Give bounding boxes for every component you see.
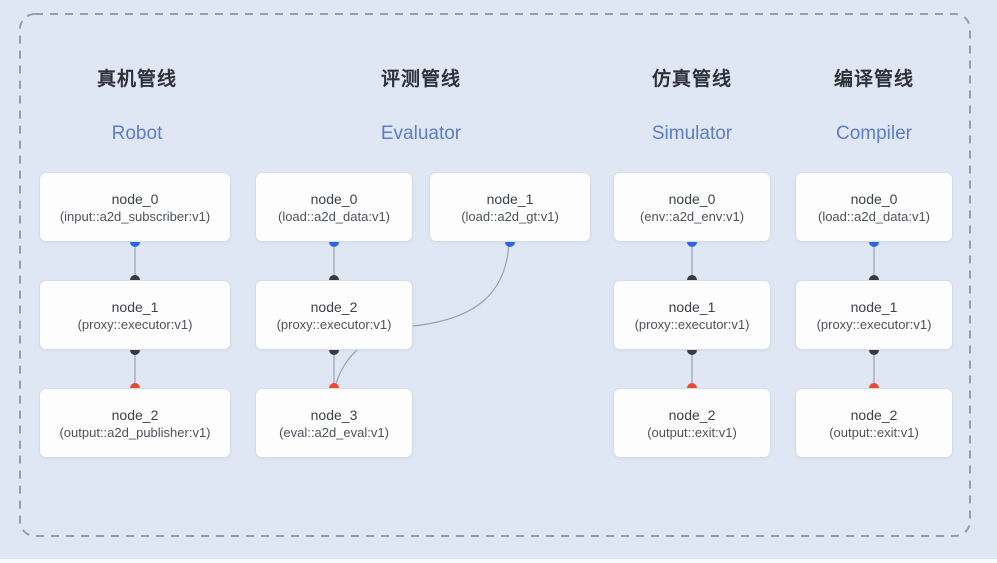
node-type: (env::a2d_env:v1) [639,208,745,224]
node-type: (load::a2d_data:v1) [277,208,391,224]
node-type: (proxy::executor:v1) [634,316,750,332]
compiler-title-en: Compiler [835,123,913,144]
node-type: (proxy::executor:v1) [276,316,392,332]
simulator-title-zh: 仿真管线 [651,69,733,90]
node-name: node_0 [668,190,716,207]
node-name: node_1 [111,298,159,315]
simulator-node-2: node_2 (output::exit:v1) [613,388,771,458]
bottom-edge-highlight [0,559,997,563]
node-name: node_3 [310,406,358,423]
evaluator-node-3: node_3 (eval::a2d_eval:v1) [255,388,413,458]
compiler-node-2: node_2 (output::exit:v1) [795,388,953,458]
evaluator-title-zh: 评测管线 [380,69,462,90]
node-name: node_1 [668,298,716,315]
robot-title-zh: 真机管线 [96,69,178,90]
node-name: node_0 [111,190,159,207]
node-type: (load::a2d_gt:v1) [461,208,559,224]
simulator-title-en: Simulator [651,123,733,144]
node-name: node_2 [668,406,716,423]
node-type: (proxy::executor:v1) [816,316,932,332]
node-type: (eval::a2d_eval:v1) [279,424,389,440]
compiler-node-1: node_1 (proxy::executor:v1) [795,280,953,350]
node-name: node_1 [850,298,898,315]
robot-node-0: node_0 (input::a2d_subscriber:v1) [39,172,231,242]
compiler-title-zh: 编译管线 [833,69,915,90]
simulator-node-0: node_0 (env::a2d_env:v1) [613,172,771,242]
evaluator-node-2: node_2 (proxy::executor:v1) [255,280,413,350]
robot-node-2: node_2 (output::a2d_publisher:v1) [39,388,231,458]
node-name: node_0 [850,190,898,207]
node-type: (output::a2d_publisher:v1) [59,424,211,440]
node-type: (proxy::executor:v1) [77,316,193,332]
node-name: node_2 [111,406,159,423]
robot-node-1: node_1 (proxy::executor:v1) [39,280,231,350]
node-type: (output::exit:v1) [647,424,737,440]
compiler-node-0: node_0 (load::a2d_data:v1) [795,172,953,242]
node-type: (input::a2d_subscriber:v1) [59,208,211,224]
node-type: (load::a2d_data:v1) [817,208,931,224]
node-name: node_1 [486,190,534,207]
robot-title-en: Robot [111,123,163,144]
evaluator-node-0: node_0 (load::a2d_data:v1) [255,172,413,242]
simulator-node-1: node_1 (proxy::executor:v1) [613,280,771,350]
node-name: node_0 [310,190,358,207]
node-type: (output::exit:v1) [829,424,919,440]
node-name: node_2 [310,298,358,315]
evaluator-node-1: node_1 (load::a2d_gt:v1) [429,172,591,242]
node-name: node_2 [850,406,898,423]
evaluator-title-en: Evaluator [380,123,462,144]
